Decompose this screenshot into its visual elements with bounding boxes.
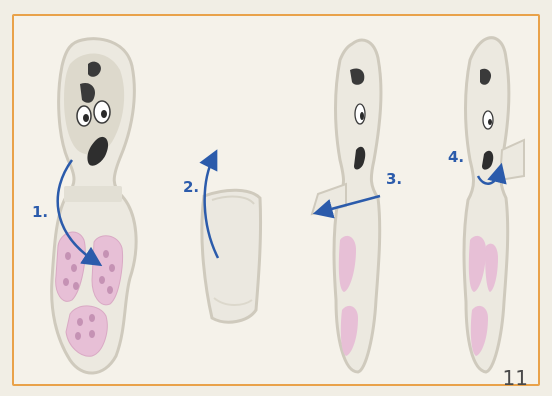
folded-cover: [202, 190, 261, 322]
unfolded-ghost-cutout: [52, 39, 136, 373]
folded-ghost-step4: [464, 38, 524, 372]
page-number: 11: [503, 366, 528, 390]
step-1-label: 1.: [32, 203, 48, 221]
step-2-label: 2.: [183, 178, 199, 196]
step-3-label: 3.: [386, 170, 402, 188]
step-4-label: 4.: [448, 148, 464, 166]
